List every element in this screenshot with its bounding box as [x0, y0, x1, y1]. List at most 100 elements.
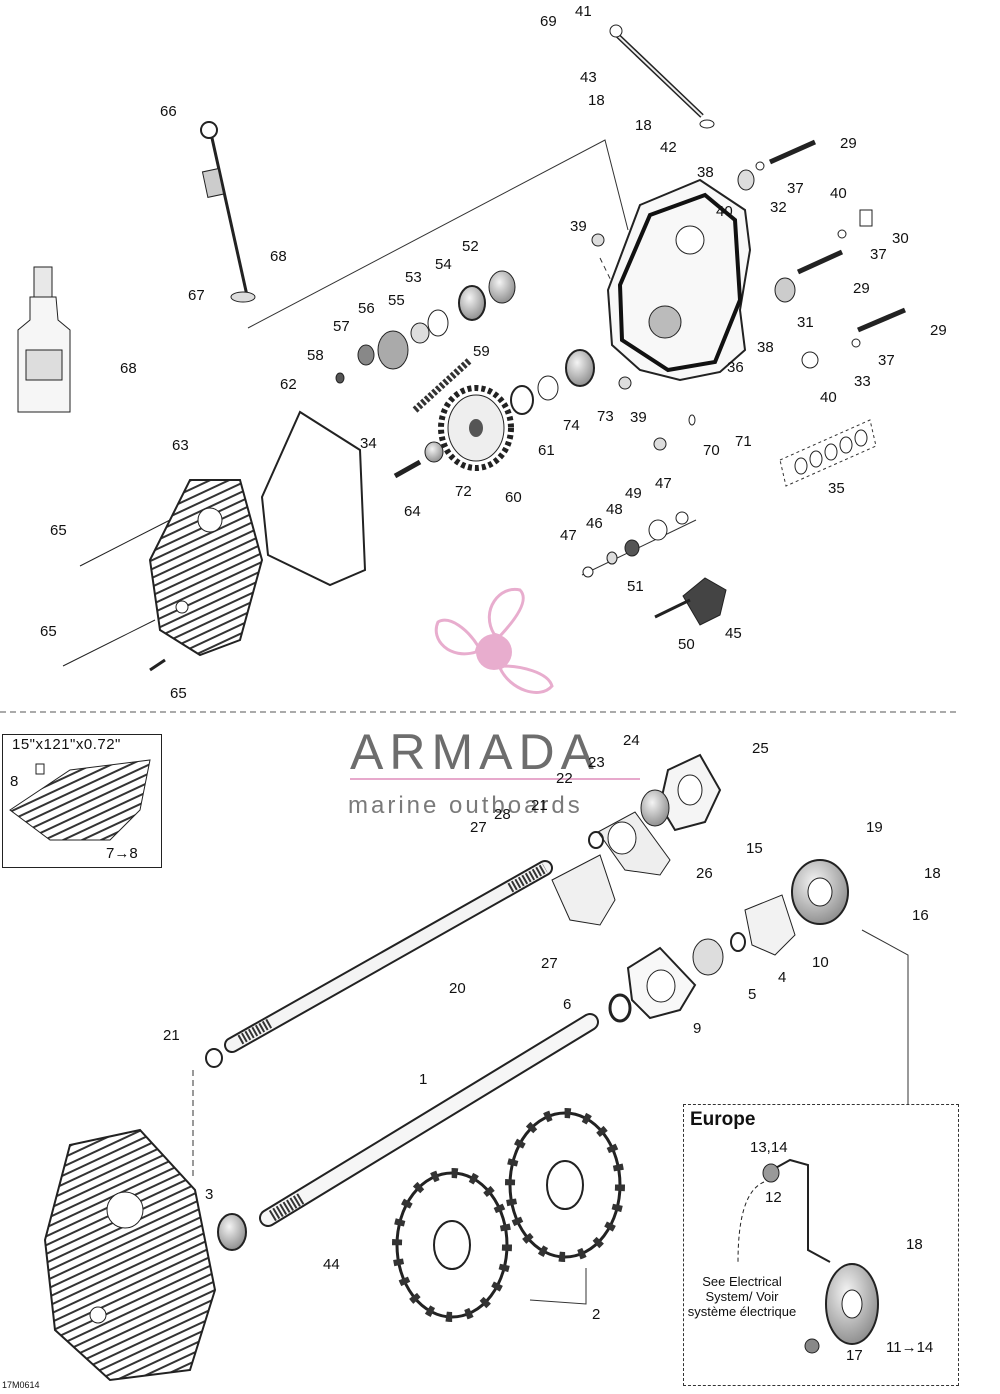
callout-11-to-14: 11→14: [886, 1339, 934, 1356]
callout-35: 35: [828, 480, 845, 497]
bearing-housings: [551, 753, 722, 926]
rod-41: [609, 24, 715, 129]
callout-67: 67: [188, 287, 205, 304]
callout-7-to-8: 7→8: [106, 845, 138, 862]
callout-46: 46: [586, 515, 603, 532]
callout-20: 20: [449, 980, 466, 997]
callout-65: 65: [170, 685, 187, 702]
callout-53: 53: [405, 269, 422, 286]
callout-21: 21: [163, 1027, 180, 1044]
speed-sensor: [737, 1158, 879, 1354]
oil-bottle: [17, 266, 71, 413]
callout-1: 1: [419, 1071, 428, 1088]
callout-72: 72: [455, 483, 472, 500]
callout-21: 21: [531, 797, 548, 814]
callout-3: 3: [205, 1186, 214, 1203]
callout-32: 32: [770, 199, 787, 216]
watermark-brand: ARMADA: [350, 724, 600, 780]
callout-48: 48: [606, 501, 623, 518]
callout-50: 50: [678, 636, 695, 653]
track-inset: [9, 759, 151, 841]
callout-40: 40: [716, 203, 733, 220]
callout-34: 34: [360, 435, 377, 452]
callout-30: 30: [892, 230, 909, 247]
chaincase-housing: [606, 178, 752, 382]
chain: [412, 357, 473, 413]
callout-42: 42: [660, 139, 677, 156]
tensioner-group: [581, 511, 727, 626]
callout-10: 10: [812, 954, 829, 971]
callout-9: 9: [693, 1020, 702, 1037]
callout-70: 70: [703, 442, 720, 459]
callout-62: 62: [280, 376, 297, 393]
callout-47: 47: [655, 475, 672, 492]
leader-line: [247, 139, 629, 329]
callout-26: 26: [696, 865, 713, 882]
callout-68: 68: [270, 248, 287, 265]
callout-8: 8: [10, 773, 19, 790]
callout-54: 54: [435, 256, 452, 273]
callout-29: 29: [840, 135, 857, 152]
callout-18: 18: [635, 117, 652, 134]
chaincase-assembly: [43, 1128, 217, 1382]
callout-38: 38: [757, 339, 774, 356]
callout-24: 24: [623, 732, 640, 749]
callout-63: 63: [172, 437, 189, 454]
callout-18: 18: [906, 1236, 923, 1253]
callout-65: 65: [40, 623, 57, 640]
callout-40: 40: [820, 389, 837, 406]
callout-25: 25: [752, 740, 769, 757]
callout-17: 17: [846, 1347, 863, 1364]
callout-31: 31: [797, 314, 814, 331]
callout-12: 12: [765, 1189, 782, 1206]
callout-39: 39: [570, 218, 587, 235]
callout-69: 69: [540, 13, 557, 30]
callout-41: 41: [575, 3, 592, 20]
drive-shaft: [224, 860, 553, 1053]
callout-15: 15: [746, 840, 763, 857]
callout-4: 4: [778, 969, 787, 986]
callout-29: 29: [930, 322, 947, 339]
callout-2: 2: [592, 1306, 601, 1323]
bolts: [737, 139, 906, 369]
callout-71: 71: [735, 433, 752, 450]
callout-23: 23: [588, 754, 605, 771]
callout-61: 61: [538, 442, 555, 459]
callout-37: 37: [878, 352, 895, 369]
callout-56: 56: [358, 300, 375, 317]
callout-65: 65: [50, 522, 67, 539]
callout-13-14: 13,14: [750, 1139, 788, 1156]
callout-6: 6: [563, 996, 572, 1013]
callout-68: 68: [120, 360, 137, 377]
axle: [259, 1013, 599, 1227]
callout-47: 47: [560, 527, 577, 544]
gasket: [260, 410, 367, 587]
seal: [217, 1213, 247, 1251]
callout-33: 33: [854, 373, 871, 390]
callout-73: 73: [597, 408, 614, 425]
callout-59: 59: [473, 343, 490, 360]
callout-43: 43: [580, 69, 597, 86]
large-gear: [438, 385, 514, 471]
callout-64: 64: [404, 503, 421, 520]
callout-57: 57: [333, 318, 350, 335]
callout-28: 28: [494, 806, 511, 823]
callout-66: 66: [160, 103, 177, 120]
callout-37: 37: [870, 246, 887, 263]
callout-40: 40: [830, 185, 847, 202]
callout-52: 52: [462, 238, 479, 255]
callout-49: 49: [625, 485, 642, 502]
callout-58: 58: [307, 347, 324, 364]
right-bearing-stack: [608, 859, 849, 1023]
electrical-note: See Electrical System/ Voir système élec…: [687, 1274, 797, 1319]
callout-44: 44: [323, 1256, 340, 1273]
callout-29: 29: [853, 280, 870, 297]
dipstick: [200, 121, 256, 303]
track-spec-box: [2, 734, 162, 868]
callout-45: 45: [725, 625, 742, 642]
callout-27: 27: [541, 955, 558, 972]
callout-16: 16: [912, 907, 929, 924]
callout-39: 39: [630, 409, 647, 426]
watermark-logo: [434, 587, 554, 694]
